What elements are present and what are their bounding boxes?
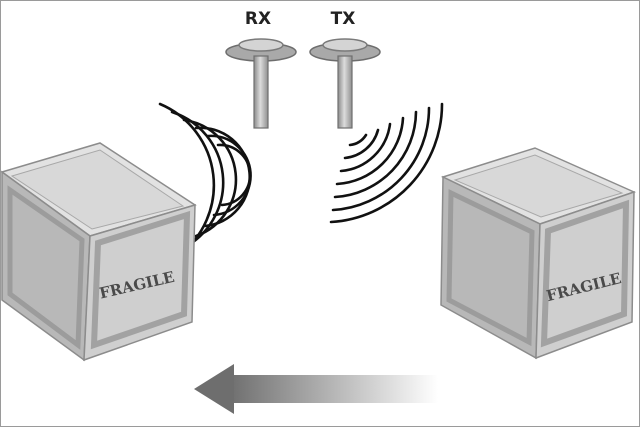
left-arrow-icon — [194, 364, 438, 414]
left-crate: FRAGILE — [0, 142, 197, 362]
rx-radio-wave-icon — [158, 102, 252, 258]
tx-radio-wave-icon — [329, 102, 444, 224]
tx-antenna-icon — [309, 38, 381, 129]
rx-antenna-icon — [225, 38, 297, 129]
right-crate: FRAGILE — [440, 147, 637, 360]
tx-label: TX — [331, 9, 356, 29]
rx-label: RX — [245, 9, 271, 29]
